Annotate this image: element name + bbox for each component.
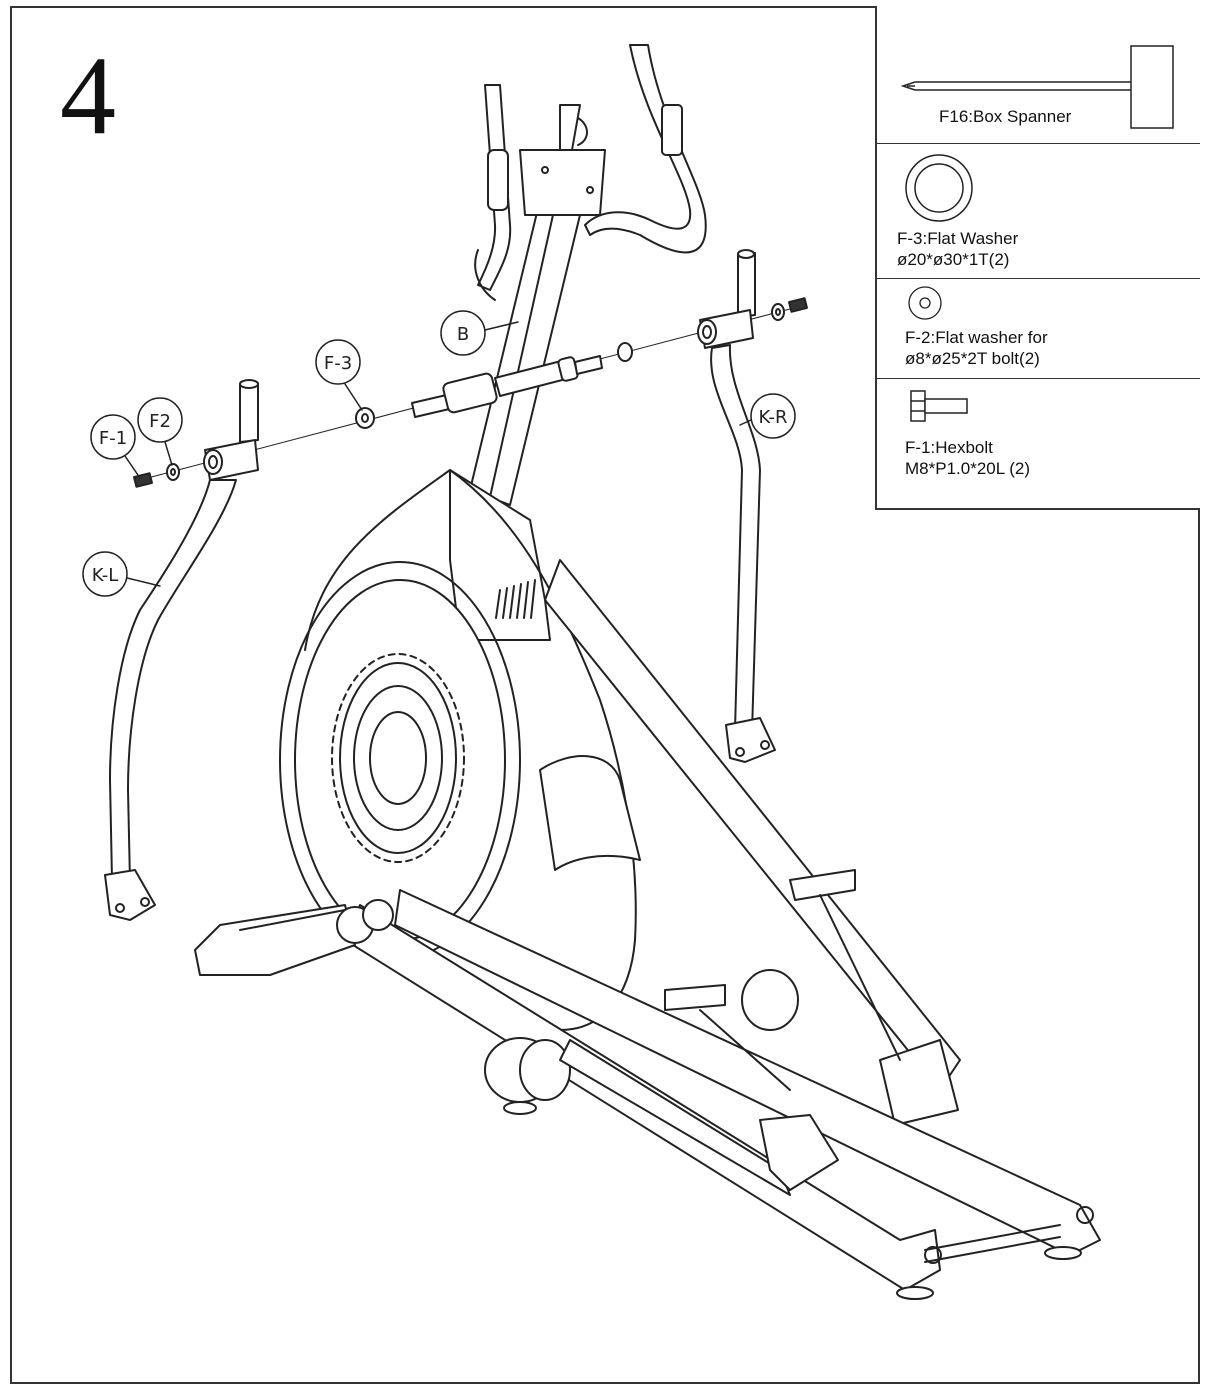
front-stabilizer xyxy=(194,899,394,976)
part-cell-large-washer: F-3:Flat Washer ø20*ø30*1T(2) xyxy=(877,144,1200,279)
main-mast xyxy=(469,104,606,506)
callout-f2-label: F2 xyxy=(149,411,171,432)
part-label-small-washer-spec: ø8*ø25*2T bolt(2) xyxy=(905,349,1040,368)
console-housing xyxy=(449,469,551,641)
hardware-left xyxy=(133,463,180,488)
box-spanner-icon xyxy=(900,45,1174,129)
callout-f1-bubble xyxy=(90,414,136,460)
small-flat-washer-icon xyxy=(908,286,942,320)
part-label-small-washer-name: F-2:Flat washer for xyxy=(905,328,1048,347)
part-cell-box-spanner: F16:Box Spanner xyxy=(877,6,1200,144)
step-number: 4 xyxy=(60,34,116,158)
callout-f3-bubble xyxy=(315,339,361,385)
callout-kr-bubble xyxy=(750,393,796,439)
callout-kl-label: K-L xyxy=(92,565,118,586)
callout-kl-bubble xyxy=(82,551,128,597)
part-label-large-washer-name: F-3:Flat Washer xyxy=(897,229,1019,248)
callout-f2-bubble xyxy=(137,397,183,443)
large-flat-washer-icon xyxy=(905,154,973,222)
part-label-hex-bolt-name: F-1:Hexbolt xyxy=(905,438,993,457)
hex-bolt-icon xyxy=(910,390,968,422)
part-label-hex-bolt-spec: M8*P1.0*20L (2) xyxy=(905,459,1031,478)
callout-f1-label: F-1 xyxy=(99,428,127,449)
part-cell-hex-bolt: F-1:Hexbolt M8*P1.0*20L (2) xyxy=(877,379,1200,508)
page-frame xyxy=(10,6,1200,1384)
left-handle-arm xyxy=(104,379,259,921)
parts-list-panel: F16:Box Spanner F-3:Flat Washer ø20*ø30*… xyxy=(875,6,1200,510)
callout-kr-label: K-R xyxy=(759,407,788,428)
part-label-large-washer-spec: ø20*ø30*1T(2) xyxy=(897,250,1010,269)
hardware-right xyxy=(771,297,808,321)
pedal-arms xyxy=(559,869,901,1196)
part-cell-small-washer: F-2:Flat washer for ø8*ø25*2T bolt(2) xyxy=(877,279,1200,379)
callout-b-bubble xyxy=(440,310,486,356)
handlebar xyxy=(474,44,707,301)
right-handle-arm xyxy=(697,249,776,763)
crossbar-axle xyxy=(355,342,633,429)
callout-b-label: B xyxy=(457,324,469,345)
callout-f3-label: F-3 xyxy=(324,353,352,374)
part-label-box-spanner: F16:Box Spanner xyxy=(939,107,1072,126)
wheels xyxy=(484,969,799,1115)
